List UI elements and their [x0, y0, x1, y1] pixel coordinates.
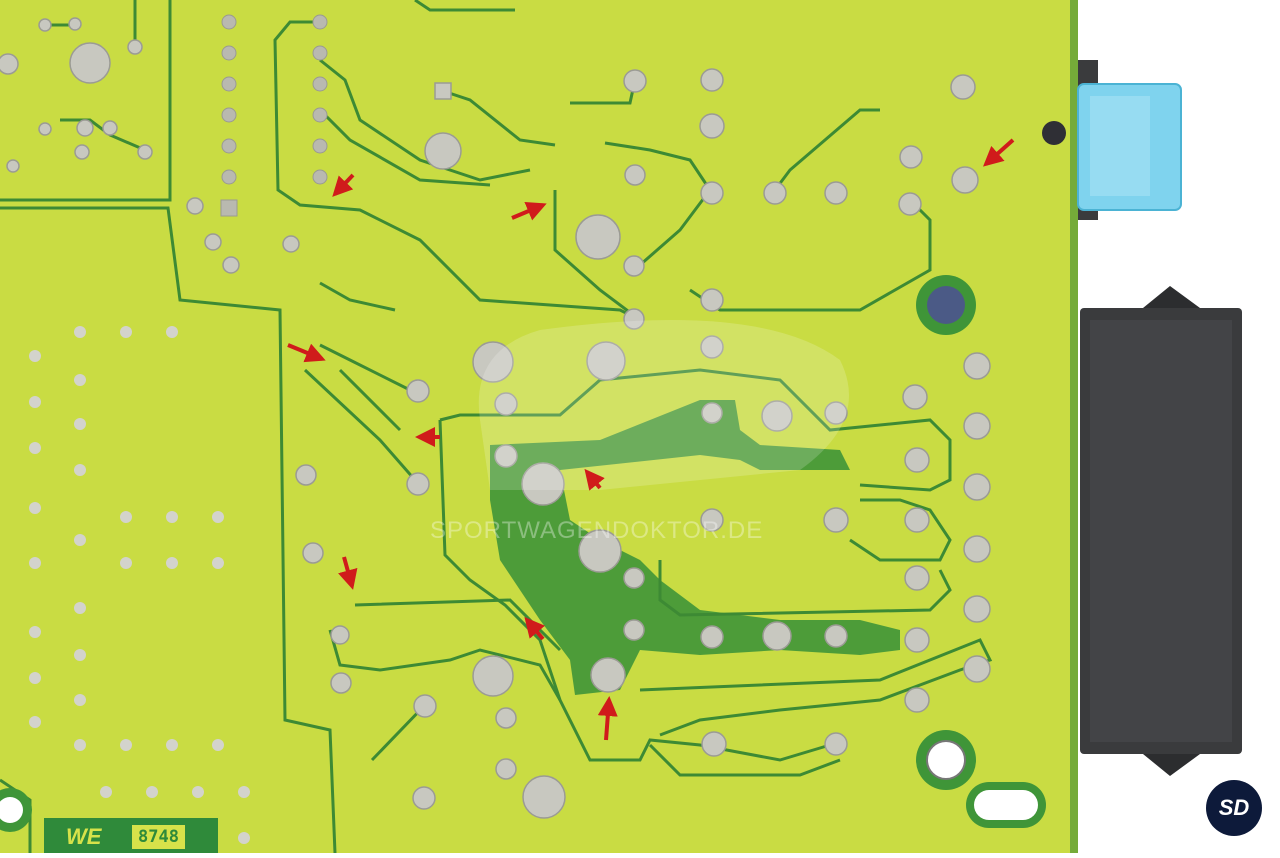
- circuit-board: [0, 0, 1078, 854]
- manufacturer-mark: WE: [66, 824, 102, 849]
- board-marking: WE 8748: [44, 818, 218, 853]
- board-number: 8748: [132, 825, 185, 849]
- red-arrow-icon: [287, 138, 1015, 741]
- wire-connector: [1080, 286, 1242, 776]
- blade-fuse: [1077, 60, 1182, 220]
- sd-logo-icon: SD: [1206, 780, 1262, 836]
- watermark-text: SPORTWAGENDOKTOR.DE: [430, 517, 764, 544]
